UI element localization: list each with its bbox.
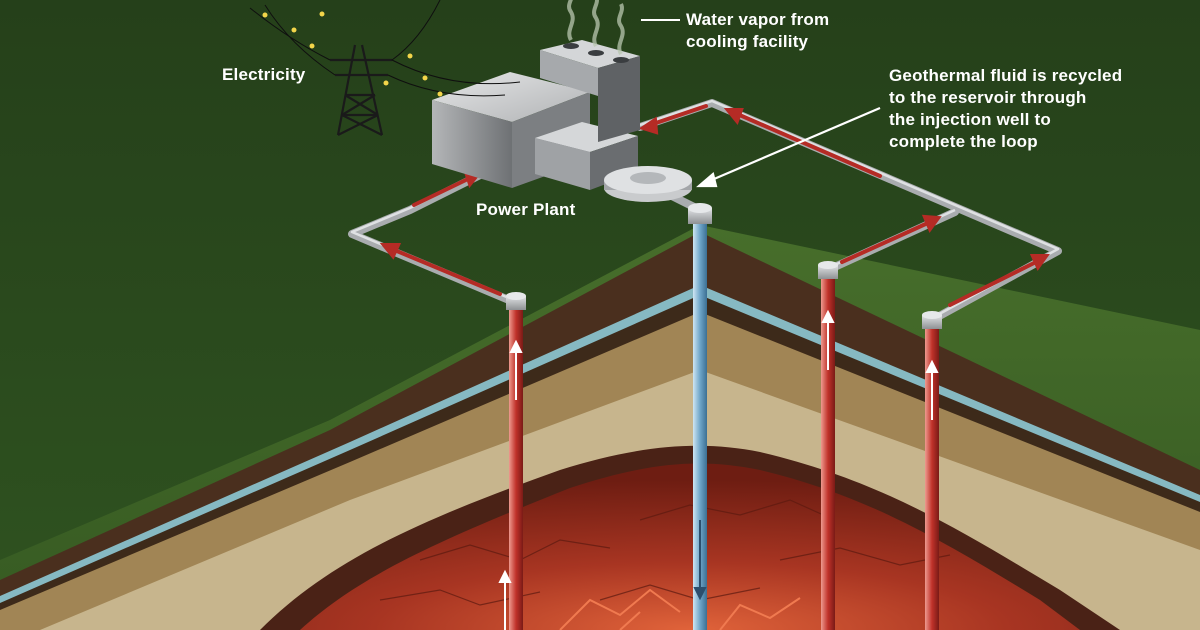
- geothermal-fluid-label: Geothermal fluid is recycled to the rese…: [889, 66, 1123, 151]
- power-plant-label: Power Plant: [476, 200, 576, 219]
- steam-plumes: [567, 0, 625, 56]
- water-vapor-label: Water vapor from cooling facility: [686, 10, 830, 51]
- injection-well: [693, 214, 707, 630]
- power-line-lights: [262, 11, 443, 97]
- well-caps: [506, 203, 942, 329]
- production-well-left: [509, 303, 523, 630]
- electricity-label: Electricity: [222, 65, 306, 84]
- power-lines: [249, 0, 521, 97]
- hot-cracks: [559, 588, 801, 630]
- production-well-middle: [821, 272, 835, 630]
- transmission-tower: [330, 44, 392, 136]
- power-plant: [432, 40, 692, 202]
- well-flow-arrows: [498, 309, 939, 630]
- injection-flow-arrow: [693, 520, 707, 601]
- geothermal-leader: [696, 106, 881, 188]
- flow-arrows: [379, 104, 1050, 307]
- magma-reservoir: [300, 463, 1080, 630]
- production-well-right: [925, 322, 939, 630]
